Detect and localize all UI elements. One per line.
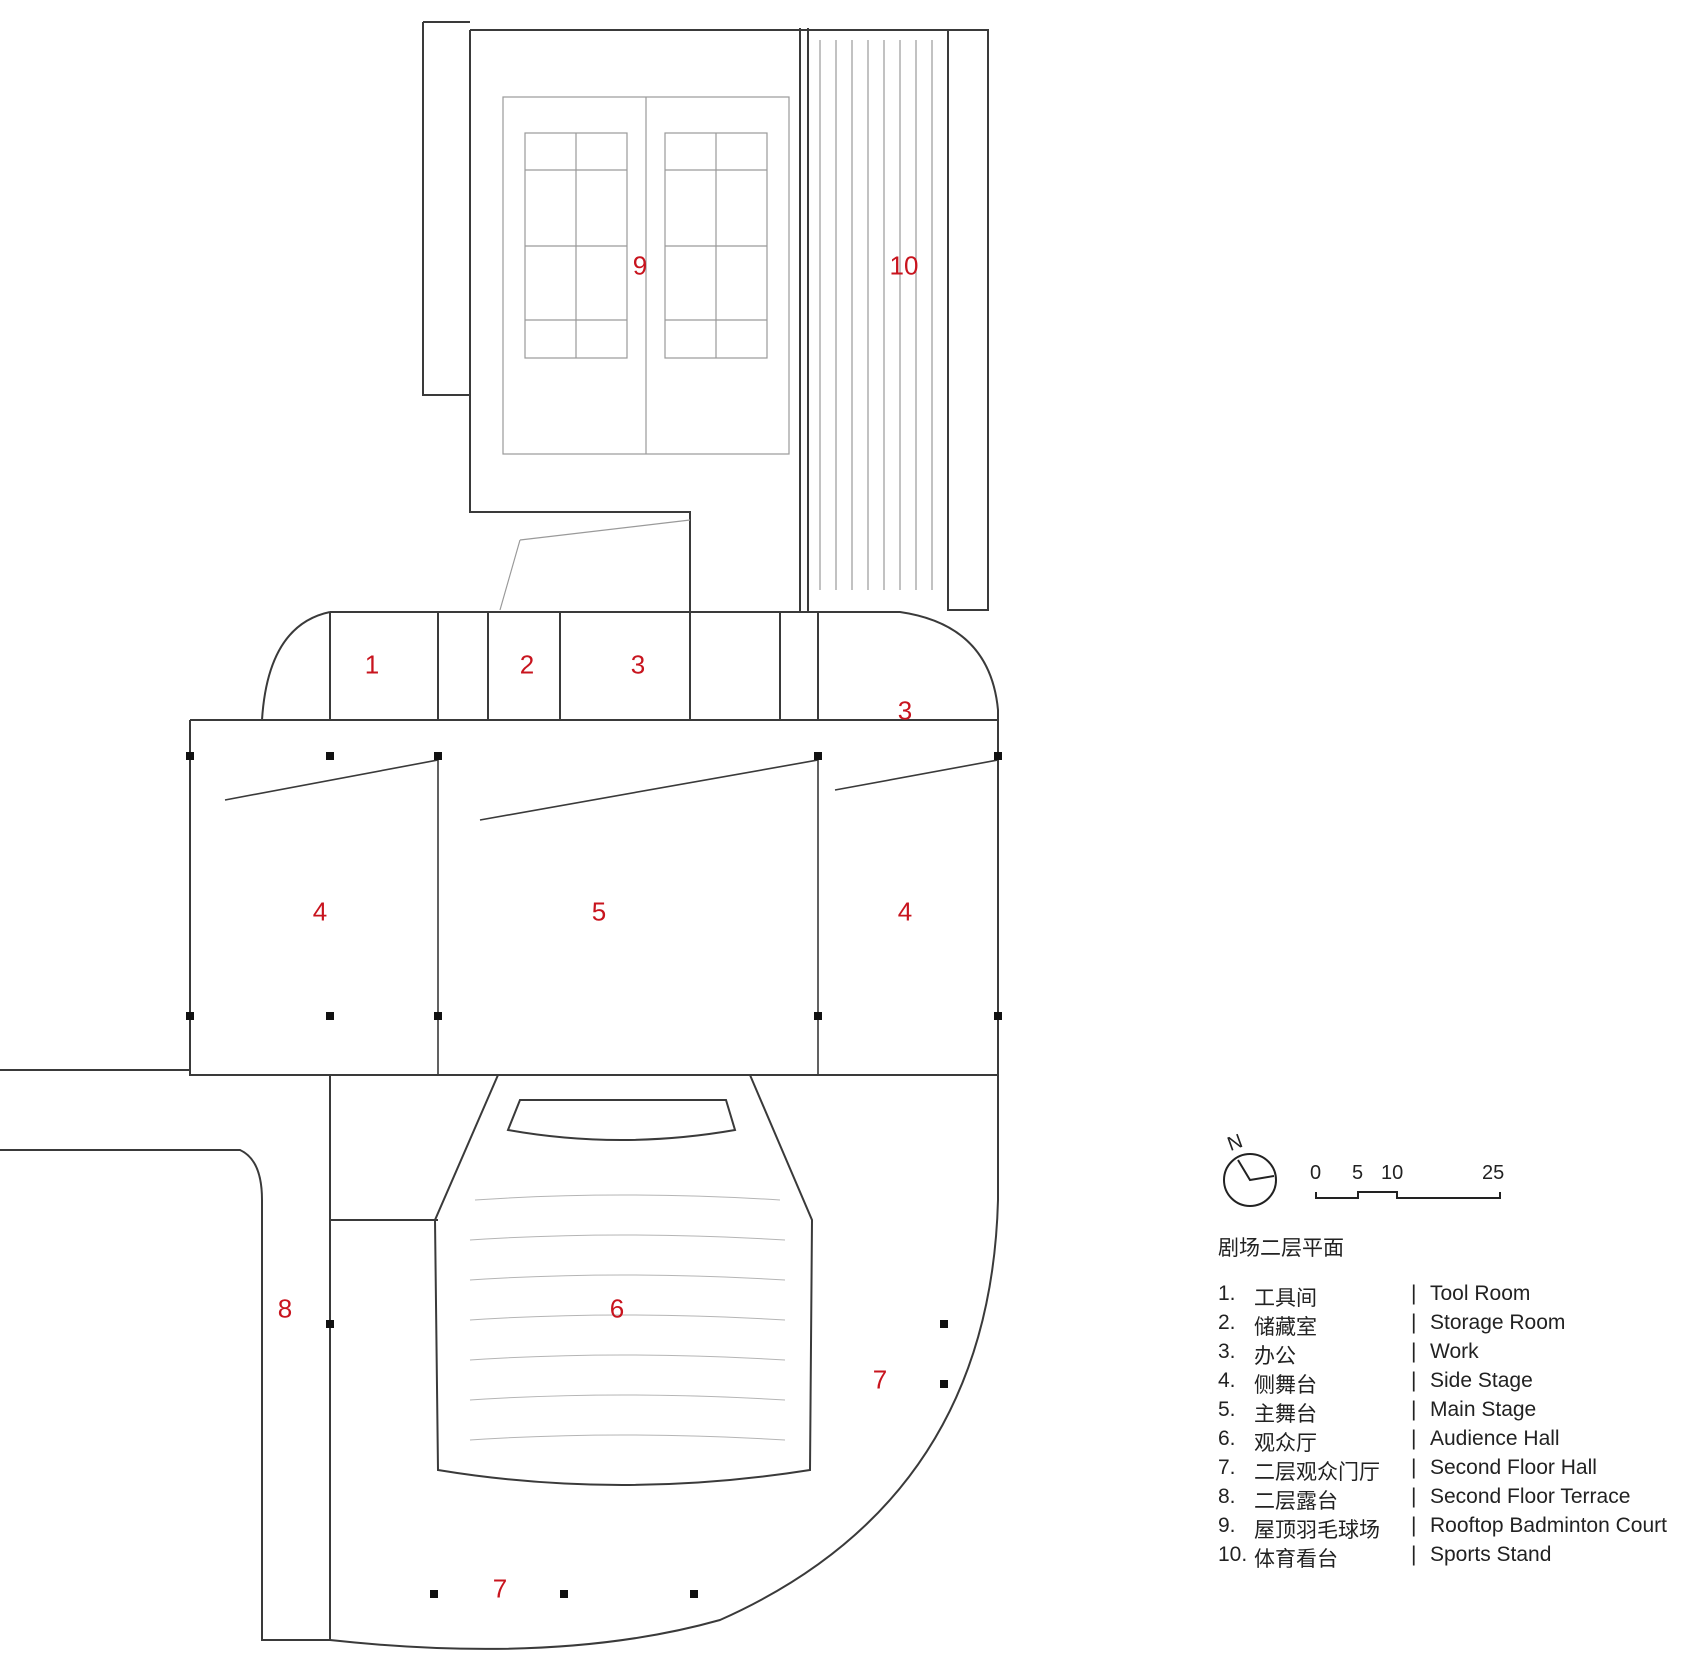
legend-number: 3.	[1218, 1340, 1236, 1363]
room-label-4-west: 4	[312, 896, 328, 927]
room-label-1: 1	[364, 649, 380, 680]
side-stage-right	[818, 759, 999, 1076]
room-label-9: 9	[632, 250, 648, 281]
legend-number: 4.	[1218, 1369, 1236, 1392]
legend-english: Second Floor Hall	[1430, 1456, 1597, 1479]
legend-english: Work	[1430, 1340, 1479, 1363]
terrace-outline	[0, 1069, 330, 1641]
legend-chinese: 主舞台	[1254, 1402, 1317, 1426]
legend-chinese: 体育看台	[1254, 1547, 1338, 1571]
legend-number: 9.	[1218, 1514, 1236, 1537]
legend-number: 1.	[1218, 1282, 1236, 1305]
legend-english: Side Stage	[1430, 1369, 1533, 1392]
legend-chinese: 屋顶羽毛球场	[1254, 1518, 1380, 1542]
legend-separator: |	[1411, 1456, 1417, 1479]
legend-separator: |	[1411, 1311, 1417, 1334]
legend-number: 5.	[1218, 1398, 1236, 1421]
room-label-8: 8	[277, 1293, 293, 1324]
legend-separator: |	[1411, 1398, 1417, 1421]
legend-separator: |	[1411, 1282, 1417, 1305]
legend-chinese: 工具间	[1254, 1286, 1317, 1310]
legend-english: Main Stage	[1430, 1398, 1537, 1421]
scale-bar	[1315, 1191, 1501, 1199]
room-label-3-west: 3	[630, 649, 646, 680]
room-label-3-east: 3	[897, 695, 913, 726]
scale-label-25: 25	[1482, 1162, 1505, 1184]
room-label-7-east: 7	[872, 1364, 888, 1395]
column-grid	[186, 752, 1002, 1598]
room-label-4-east: 4	[897, 896, 913, 927]
legend-separator: |	[1411, 1485, 1417, 1508]
rooftop-outline	[470, 29, 989, 611]
scale-label-10: 10	[1381, 1162, 1404, 1184]
main-stage	[438, 759, 819, 1076]
legend-separator: |	[1411, 1543, 1417, 1566]
legend-chinese: 二层观众门厅	[1254, 1460, 1380, 1484]
stand-outline	[799, 28, 809, 612]
legend-english: Second Floor Terrace	[1430, 1485, 1631, 1508]
legend-english: Audience Hall	[1430, 1427, 1560, 1450]
legend-number: 7.	[1218, 1456, 1236, 1479]
seat-rows	[469, 1194, 786, 1441]
legend-number: 10.	[1218, 1543, 1248, 1566]
legend-separator: |	[1411, 1514, 1417, 1537]
office-strip	[261, 611, 999, 760]
legend-separator: |	[1411, 1340, 1417, 1363]
stand-steps	[819, 40, 933, 590]
legend-english: Rooftop Badminton Court	[1430, 1514, 1667, 1537]
rooftop-west-wall	[469, 30, 691, 612]
legend-english: Storage Room	[1430, 1311, 1566, 1334]
legend-chinese: 储藏室	[1254, 1315, 1317, 1339]
legend-english: Sports Stand	[1430, 1543, 1552, 1566]
room-label-2: 2	[519, 649, 535, 680]
side-stage-left	[190, 759, 439, 1076]
legend-chinese: 二层露台	[1254, 1489, 1338, 1513]
scale-label-5: 5	[1352, 1162, 1364, 1184]
legend-number: 2.	[1218, 1311, 1236, 1334]
legend-number: 6.	[1218, 1427, 1236, 1450]
legend-separator: |	[1411, 1369, 1417, 1392]
north-arrow	[1223, 1153, 1277, 1207]
room-label-7-south: 7	[492, 1573, 508, 1604]
room-label-10: 10	[889, 250, 919, 281]
legend-english: Tool Room	[1430, 1282, 1531, 1305]
room-label-5: 5	[591, 896, 607, 927]
scale-label-0: 0	[1310, 1162, 1322, 1184]
room-label-6: 6	[609, 1293, 625, 1324]
foyer-outline	[329, 1075, 999, 1650]
rooftop-left-wing	[422, 21, 470, 396]
plan-title: 剧场二层平面	[1218, 1236, 1344, 1260]
legend-chinese: 观众厅	[1254, 1431, 1317, 1455]
legend-separator: |	[1411, 1427, 1417, 1450]
legend-number: 8.	[1218, 1485, 1236, 1508]
auditorium-outline	[433, 1074, 814, 1486]
legend-chinese: 办公	[1254, 1344, 1296, 1368]
legend-chinese: 侧舞台	[1254, 1373, 1317, 1397]
